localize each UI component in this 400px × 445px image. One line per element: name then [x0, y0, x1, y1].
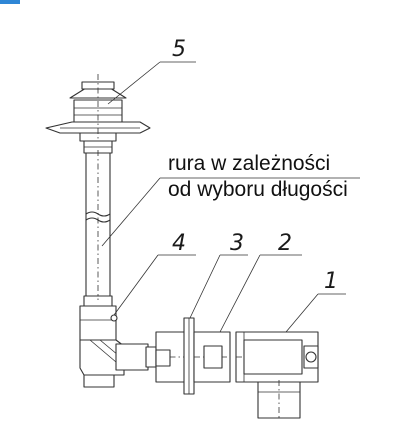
- callout-leaders: [101, 61, 360, 333]
- pipe-length-note-line-2: od wyboru długości: [168, 178, 348, 201]
- callout-3: 3: [230, 231, 244, 256]
- pipe-length-note-line-1: rura w zależności: [168, 152, 330, 175]
- tee-piece: [235, 331, 319, 420]
- wall-rosette: [183, 317, 195, 395]
- callout-5: 5: [172, 37, 186, 62]
- elbow-with-connector: [79, 305, 157, 388]
- callout-1: 1: [324, 269, 338, 294]
- wall-sleeve: [193, 331, 231, 383]
- corner-accent-mark: [0, 0, 20, 4]
- callout-4: 4: [172, 231, 186, 256]
- roof-terminal-cap: [45, 74, 151, 150]
- vertical-pipe: [83, 140, 113, 307]
- callout-2: 2: [278, 231, 292, 256]
- horizontal-connector: [155, 331, 187, 383]
